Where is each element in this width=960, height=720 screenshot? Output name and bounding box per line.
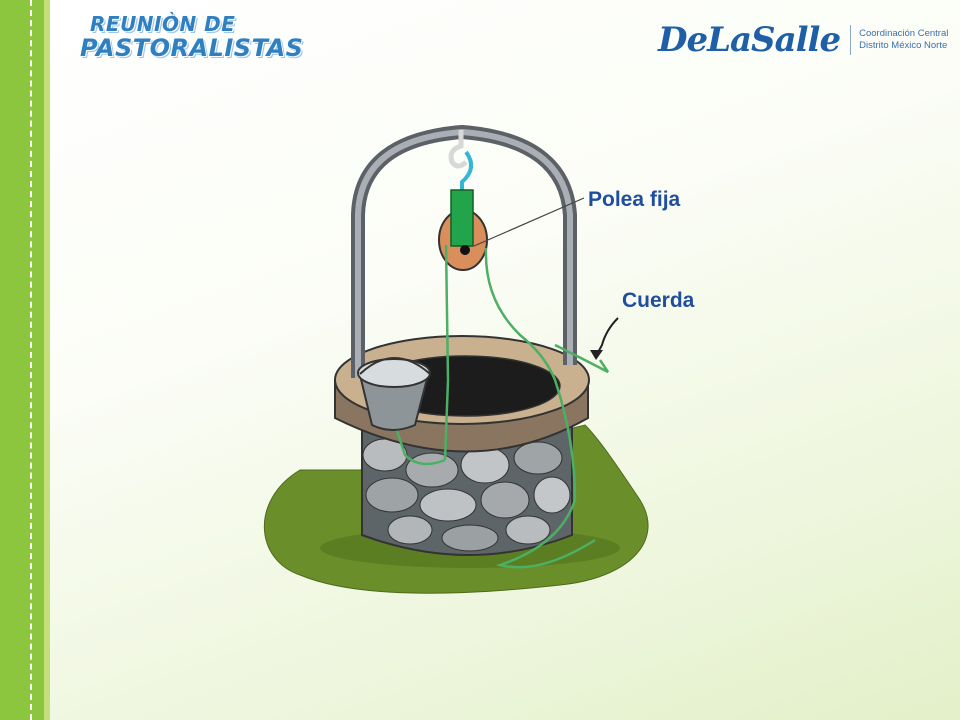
bucket-icon — [357, 357, 431, 431]
pulley-label: Polea fija — [588, 188, 681, 211]
hook-icon — [448, 130, 474, 192]
logo-subtitle: Coordinación Central Distrito México Nor… — [859, 28, 948, 52]
dashed-stitch-line — [30, 0, 32, 720]
rope-label: Cuerda — [622, 289, 695, 312]
logo-subtitle-line1: Coordinación Central — [859, 28, 949, 39]
left-accent-bar — [0, 0, 50, 720]
stone-wall — [361, 419, 573, 556]
pulley-icon — [438, 189, 488, 271]
header-title: REUNIÒN DE PASTORALISTAS — [80, 14, 303, 60]
header-title-line2: PASTORALISTAS — [80, 34, 304, 62]
header-title-line1: REUNIÒN DE — [90, 12, 236, 36]
pulley-leader-line — [473, 197, 585, 247]
rope-leader-arrow — [595, 317, 619, 357]
delasalle-logo: DeLaSalle Coordinación Central Distrito … — [658, 20, 948, 60]
logo-divider — [850, 25, 852, 55]
accent-bar-edge — [44, 0, 50, 720]
logo-brand: DeLaSalle — [658, 20, 841, 60]
logo-subtitle-line2: Distrito México Norte — [859, 40, 948, 51]
rope — [393, 244, 610, 569]
